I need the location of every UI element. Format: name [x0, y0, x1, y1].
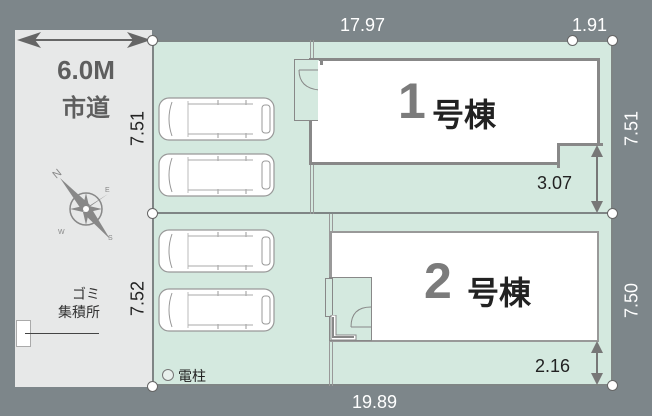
boundary-pin: [607, 35, 618, 46]
setback-arrow-icon: [591, 341, 603, 385]
garbage-label-line2: 集積所: [58, 304, 100, 320]
boundary-pin: [147, 381, 158, 392]
parking-car-icon: [158, 97, 275, 141]
lot-1-right-depth: 7.51: [621, 110, 642, 147]
svg-text:N: N: [50, 168, 64, 181]
lot-1-frontage: 7.51: [127, 110, 148, 147]
house-2-door-icon: [350, 306, 372, 328]
garbage-leader-line: [25, 333, 99, 334]
lot-2-setback: 2.16: [535, 356, 571, 376]
boundary-pin: [607, 208, 618, 219]
house-1-wall-seg: [320, 58, 323, 65]
parking-car-icon: [158, 153, 275, 197]
lot-1-setback: 3.07: [537, 173, 573, 193]
house-2-entry-wall-icon: [330, 315, 357, 341]
house-1-number: 1: [398, 73, 426, 129]
house-1[interactable]: [309, 58, 600, 165]
boundary-pin: [567, 35, 578, 46]
house-1-door-icon: [298, 69, 320, 91]
lot-2-right-depth: 7.50: [621, 282, 642, 319]
road-width-arrow-icon: [17, 32, 151, 48]
boundary-pin: [607, 380, 618, 391]
top-corner-dimension: 1.91: [572, 15, 608, 35]
svg-text:S: S: [108, 235, 113, 242]
house-1-entry-gap: [318, 61, 323, 121]
house-2-side-window: [325, 278, 333, 317]
compass-rose-icon: N E S W: [50, 168, 113, 242]
parking-car-icon: [158, 229, 275, 273]
road-width-label: 6.0M: [57, 55, 115, 85]
svg-text:E: E: [105, 187, 110, 194]
top-length-dimension: 17.97: [340, 15, 386, 35]
garbage-label-line1: ゴミ: [72, 286, 100, 302]
road-name-label: 市道: [62, 95, 110, 122]
svg-text:W: W: [58, 229, 65, 236]
house-2[interactable]: [330, 231, 599, 342]
parking-car-icon: [158, 288, 275, 332]
lot-2-frontage: 7.52: [127, 280, 148, 317]
garbage-collection-label: ゴミ 集積所: [46, 285, 100, 321]
bottom-length-dimension: 19.89: [352, 392, 398, 412]
boundary-pin: [147, 35, 158, 46]
house-1-suffix: 号棟: [432, 97, 497, 133]
house-2-suffix: 号棟: [467, 275, 532, 311]
house-2-number: 2: [424, 253, 452, 309]
setback-arrow-icon: [591, 145, 603, 213]
boundary-pin: [147, 208, 158, 219]
utility-pole-label: 電柱: [178, 368, 206, 384]
utility-pole-icon: [162, 369, 174, 381]
